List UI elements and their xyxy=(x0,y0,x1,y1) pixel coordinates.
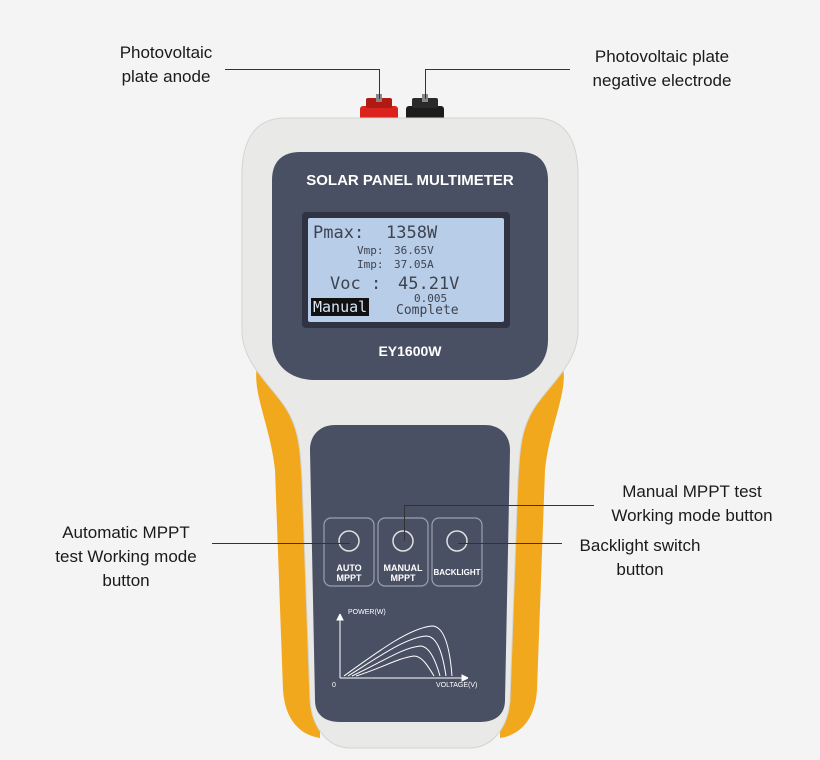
negative-leader-v xyxy=(425,69,426,99)
pv-curve-graph xyxy=(336,613,469,682)
anode-terminal[interactable] xyxy=(360,94,398,120)
lcd-status: Complete xyxy=(396,303,459,318)
lcd-pmax-label: Pmax: xyxy=(313,223,365,243)
graph-y-label: POWER(W) xyxy=(348,609,386,616)
lcd-step-value: 0.005 xyxy=(414,292,448,305)
lcd-pmax-value: 1358W xyxy=(386,223,438,243)
device-title: SOLAR PANEL MULTIMETER xyxy=(306,172,514,189)
manual-mppt-button[interactable] xyxy=(377,517,429,587)
manual-leader-h xyxy=(404,505,594,506)
negative-terminal[interactable] xyxy=(406,94,444,120)
lcd-vmp-label: Vmp: xyxy=(357,244,384,257)
device-model: EY1600W xyxy=(378,343,442,359)
graph-x-label: VOLTAGE(V) xyxy=(436,682,478,689)
negative-leader-h xyxy=(425,69,570,70)
lcd-imp-value: 37.05A xyxy=(394,258,434,271)
lcd-mode-indicator: Manual xyxy=(311,298,370,316)
lcd-imp-label: Imp: xyxy=(357,258,384,271)
backlight-label: BACKLIGHT xyxy=(433,568,481,577)
lcd-voc-value: 45.21V xyxy=(398,274,460,294)
backlight-button[interactable] xyxy=(431,517,483,587)
lcd-vmp-value: 36.65V xyxy=(394,244,434,257)
auto-mppt-button[interactable] xyxy=(323,517,375,587)
anode-leader-h xyxy=(225,69,380,70)
lcd-voc-label: Voc : xyxy=(330,274,382,294)
backlight-leader xyxy=(458,543,562,544)
manual-leader-v xyxy=(404,505,405,541)
anode-leader-v xyxy=(379,69,380,99)
graph-origin: 0 xyxy=(332,682,336,689)
auto-leader xyxy=(212,543,350,544)
